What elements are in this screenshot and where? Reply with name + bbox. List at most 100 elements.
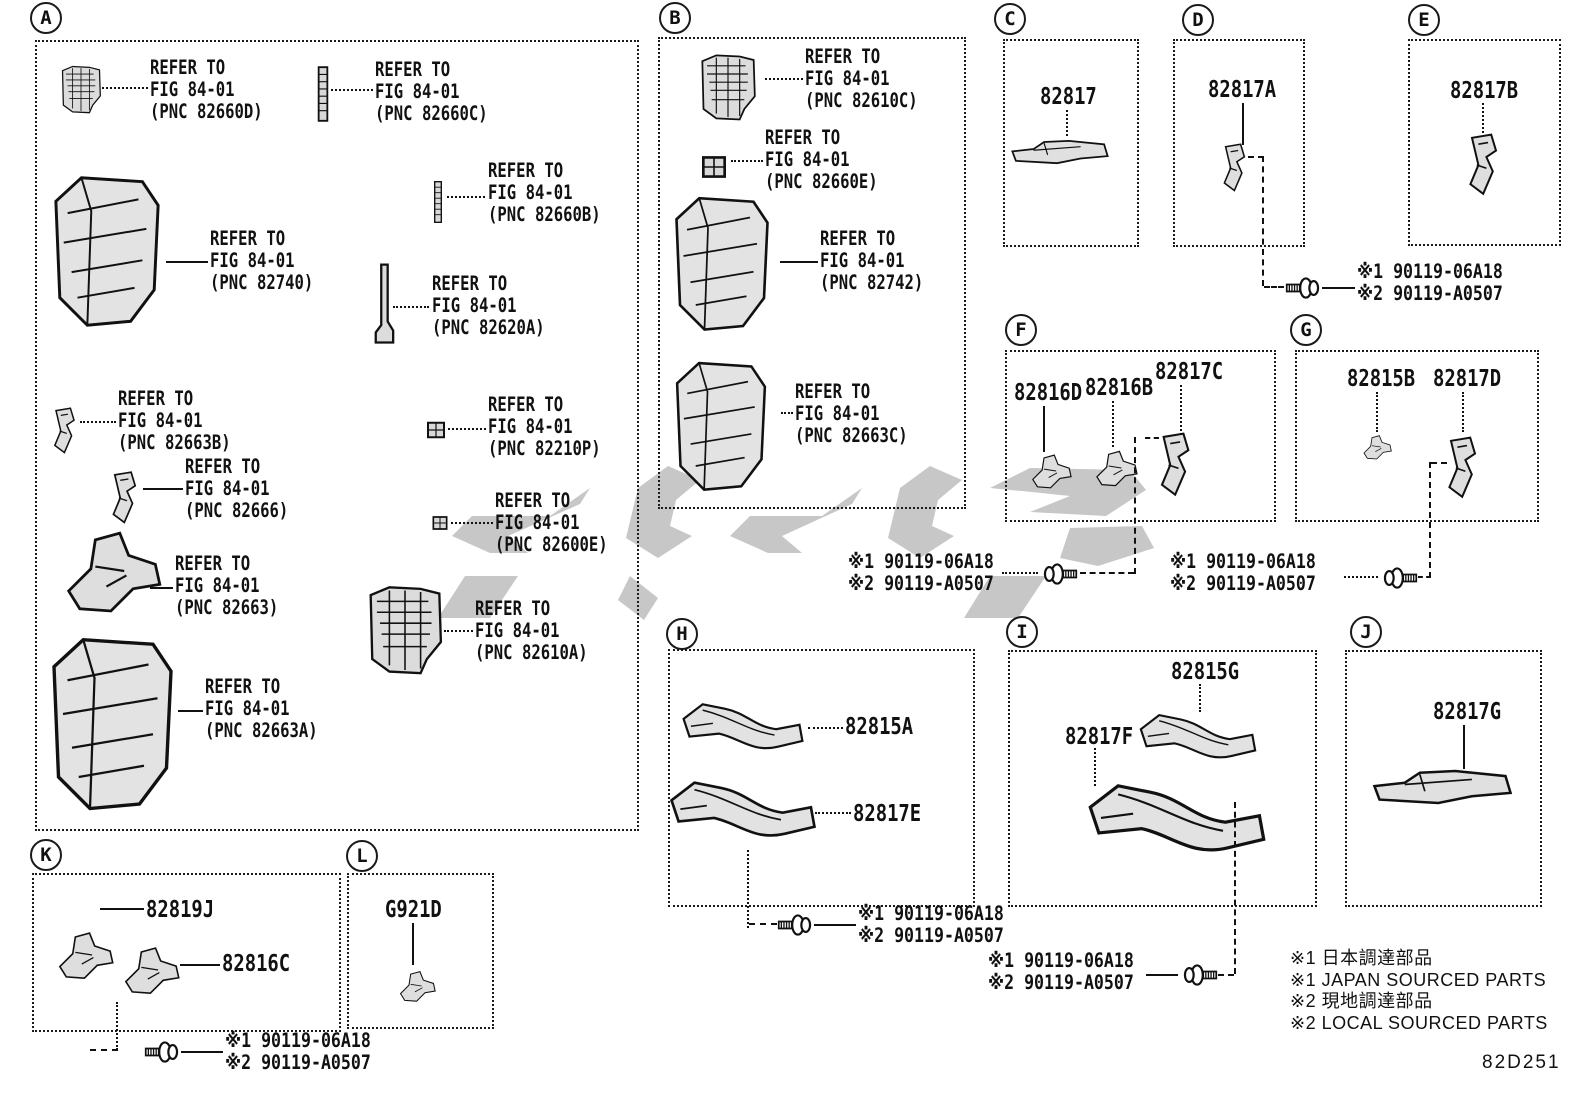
leader-line (393, 306, 429, 308)
pnc-82610a: (PNC 82610A) (475, 641, 588, 664)
refer-line1: REFER TO (475, 597, 551, 620)
section-k-box (32, 873, 341, 1032)
part-drawing-82620a (373, 262, 395, 346)
part-number-82817d: 82817D (1433, 366, 1502, 392)
refer-line2: FIG 84-01 (488, 181, 573, 204)
part-number-82817: 82817 (1040, 84, 1097, 110)
section-letter: A (40, 7, 52, 29)
refer-label: REFER TO FIG 84-01 (PNC 82663) (175, 553, 278, 619)
part-drawing-82817c (1155, 432, 1197, 498)
refer-line1: REFER TO (488, 393, 564, 416)
leader-line (765, 78, 803, 80)
refer-line1: REFER TO (210, 227, 286, 250)
refer-line2: FIG 84-01 (820, 249, 905, 272)
phantom-line (1218, 974, 1234, 976)
part-drawing-82816b (1094, 446, 1138, 490)
legend-note1-en: ※1 JAPAN SOURCED PARTS (1290, 969, 1547, 990)
refer-line1: REFER TO (375, 58, 451, 81)
phantom-line (1080, 572, 1134, 574)
refer-label: REFER TO FIG 84-01 (PNC 82660D) (150, 57, 263, 123)
phantom-line (1418, 576, 1431, 578)
refer-line1: REFER TO (795, 380, 871, 403)
section-e-box (1408, 39, 1561, 246)
part-number-82819j: 82819J (146, 897, 215, 923)
leader-line (1482, 103, 1484, 133)
part-drawing-82742 (666, 193, 778, 333)
refer-line1: REFER TO (185, 455, 261, 478)
leader-line (444, 630, 473, 632)
leader-line (143, 488, 183, 490)
fastener-line2: ※2 90119-A0507 (225, 1051, 371, 1074)
section-f-label: F (1005, 314, 1037, 346)
refer-line2: FIG 84-01 (475, 619, 560, 642)
refer-line2: FIG 84-01 (185, 477, 270, 500)
section-letter: D (1192, 9, 1204, 31)
section-letter: B (669, 7, 681, 29)
part-drawing-82660e (698, 146, 730, 188)
section-b-label: B (659, 2, 691, 34)
fastener-label: ※1 90119-06A18 ※2 90119-A0507 (1357, 261, 1503, 305)
refer-label: REFER TO FIG 84-01 (PNC 82663A) (205, 676, 318, 742)
pnc-82660c: (PNC 82660C) (375, 102, 488, 125)
screw-icon (1378, 566, 1418, 590)
refer-label: REFER TO FIG 84-01 (PNC 82663C) (795, 381, 908, 447)
section-letter: C (1004, 8, 1016, 30)
section-i-box (1008, 650, 1317, 907)
leader-line (150, 587, 173, 589)
section-f-box (1005, 350, 1276, 522)
phantom-line (1248, 156, 1264, 158)
refer-line2: FIG 84-01 (118, 409, 203, 432)
leader-line (100, 908, 144, 910)
watermark-logo (438, 466, 1154, 620)
leader-line (808, 727, 843, 729)
section-h-box (668, 649, 975, 907)
leader-line (1180, 385, 1182, 435)
fastener-line1: ※1 90119-06A18 (858, 902, 1004, 925)
part-drawing-82815a (678, 694, 808, 760)
part-number-82817c: 82817C (1155, 359, 1224, 385)
pnc-82663b: (PNC 82663B) (118, 431, 231, 454)
pnc-82620a: (PNC 82620A) (432, 316, 545, 339)
leader-line (80, 421, 116, 423)
section-i-label: I (1006, 616, 1038, 648)
screw-icon (1285, 276, 1325, 300)
leader-line (1463, 725, 1465, 769)
part-drawing-82663b (50, 396, 80, 466)
pnc-82663a: (PNC 82663A) (205, 719, 318, 742)
refer-line2: FIG 84-01 (765, 148, 850, 171)
refer-line2: FIG 84-01 (375, 80, 460, 103)
fastener-line1: ※1 90119-06A18 (848, 550, 994, 573)
part-drawing-82817e (668, 762, 818, 858)
leader-line (448, 428, 486, 430)
screw-icon (1178, 963, 1218, 987)
leader-line (815, 812, 851, 814)
part-drawing-82660d (60, 55, 102, 125)
part-drawing-82740 (48, 148, 166, 353)
fastener-label: ※1 90119-06A18 ※2 90119-A0507 (1170, 551, 1316, 595)
fastener-line1: ※1 90119-06A18 (1357, 260, 1503, 283)
leader-line (1344, 576, 1378, 578)
leader-line (731, 160, 763, 162)
leader-line (1242, 103, 1244, 145)
section-letter: G (1300, 319, 1312, 341)
leader-line (1066, 110, 1068, 136)
leader-line (412, 923, 414, 965)
refer-label: REFER TO FIG 84-01 (PNC 82620A) (432, 273, 545, 339)
fastener-line2: ※2 90119-A0507 (848, 572, 994, 595)
legend-note1-jp: ※1 日本調達部品 (1290, 948, 1433, 968)
leader-line (1376, 392, 1378, 432)
phantom-line (90, 1049, 118, 1051)
pnc-82600e: (PNC 82600E) (495, 533, 608, 556)
leader-line (781, 412, 793, 414)
section-d-label: D (1182, 4, 1214, 36)
refer-line2: FIG 84-01 (150, 78, 235, 101)
section-letter: E (1418, 9, 1430, 31)
part-drawing-82819j (56, 905, 114, 1005)
phantom-line (1262, 156, 1264, 286)
phantom-line (1264, 286, 1284, 288)
refer-label: REFER TO FIG 84-01 (PNC 82210P) (488, 394, 601, 460)
leader-line (180, 964, 220, 966)
part-drawing-82210p (424, 414, 448, 446)
refer-label: REFER TO FIG 84-01 (PNC 82610C) (805, 46, 918, 112)
refer-label: REFER TO FIG 84-01 (PNC 82663B) (118, 388, 231, 454)
